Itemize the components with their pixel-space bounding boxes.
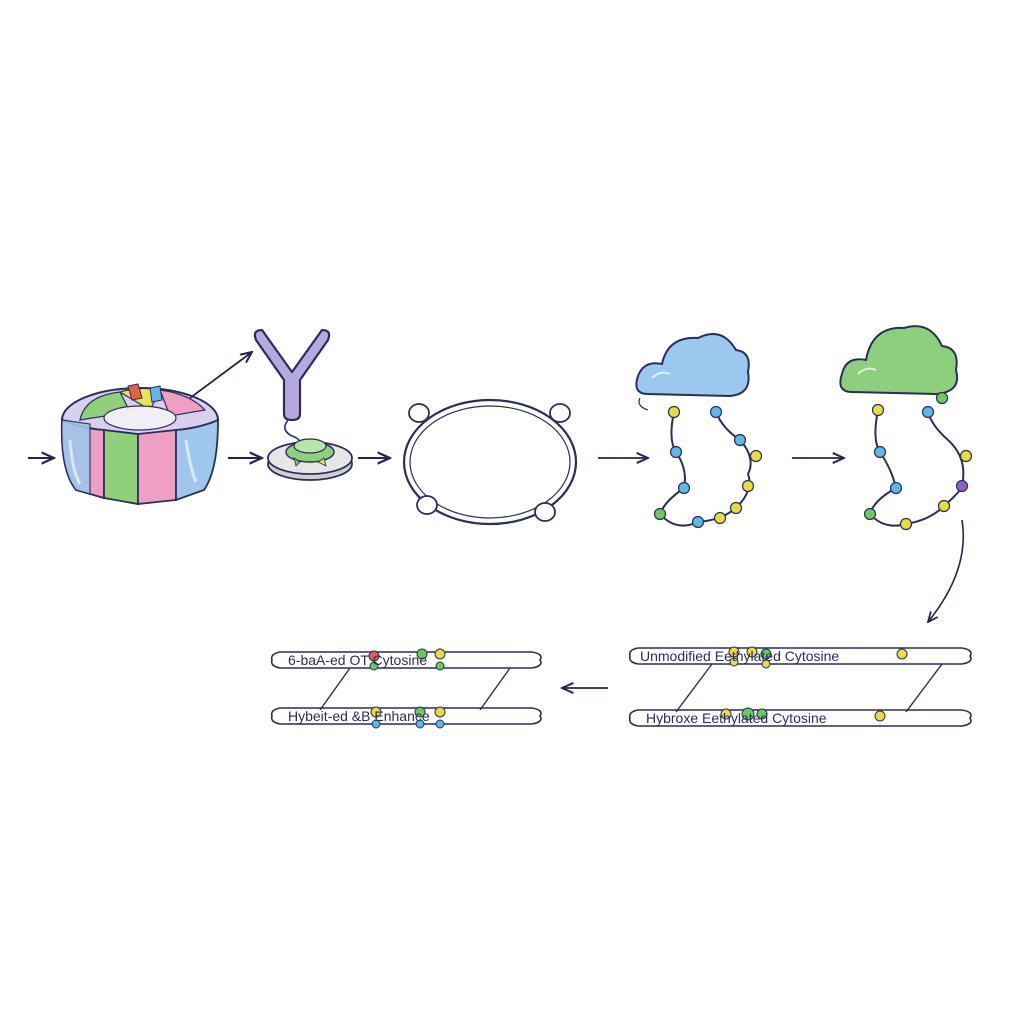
magnetic-bead-icon (267, 438, 353, 481)
left-strand-pair: 6-baA-ed OT Cytosine Hybeit-ed &B Enhanc… (270, 648, 542, 729)
right-strand-pair: Unmodified Eethylated Cytosine Hybroxe E… (628, 646, 972, 727)
antibody-y-icon (253, 328, 331, 449)
dna-loop-icon (402, 398, 578, 526)
green-cloud-icon (839, 325, 973, 531)
right-top-strand-label: Unmodified Eethylated Cytosine (640, 648, 839, 664)
right-bottom-strand-label: Hybroxe Eethylated Cytosine (646, 710, 827, 726)
cloud-to-strands-arrow (928, 519, 965, 622)
nucleosome-ring-icon (60, 383, 219, 506)
left-top-strand-label: 6-baA-ed OT Cytosine (288, 652, 427, 668)
left-bottom-strand-label: Hybeit-ed &B Enhance (288, 708, 430, 724)
blue-cloud-icon (635, 333, 763, 529)
ring-to-antibody-arrow (189, 352, 252, 399)
